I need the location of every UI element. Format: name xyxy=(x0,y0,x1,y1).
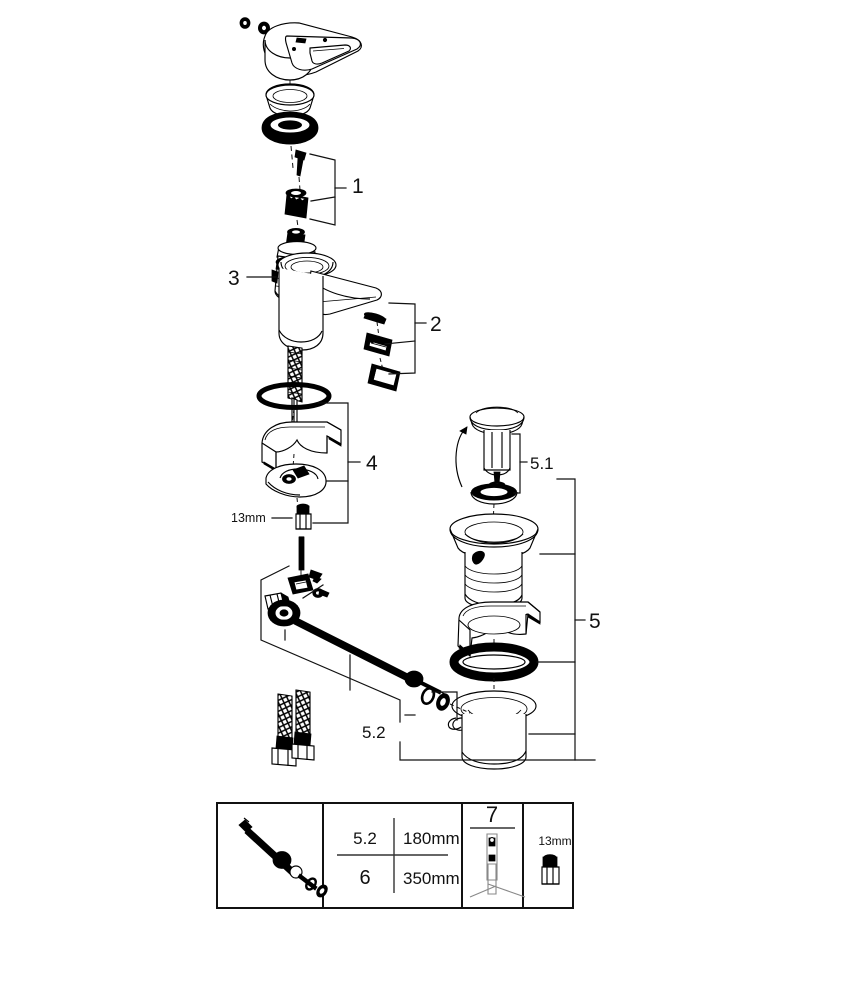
linkage-group xyxy=(264,536,471,714)
fixing-kit-group xyxy=(256,382,342,530)
mounting-bracket-lower xyxy=(265,463,327,498)
waste-flange xyxy=(449,513,539,609)
lever-handle xyxy=(262,22,362,81)
table-length-value-0: 180mm xyxy=(403,829,460,848)
table-socket-size: 13mm xyxy=(538,834,571,848)
callout-label-3: 3 xyxy=(228,267,240,290)
callout-5-2-leader xyxy=(260,565,596,761)
stopper-shaft xyxy=(483,430,511,489)
cap-ring xyxy=(265,83,315,117)
waste-saddle xyxy=(457,601,541,658)
callout-label-5: 5 xyxy=(589,610,601,633)
table-cell-lengths: 5.2 180mm 6 350mm xyxy=(337,818,460,893)
mousseur-housing xyxy=(367,363,401,392)
callout-label-1: 1 xyxy=(352,175,364,198)
stopper-seal-washer xyxy=(470,483,518,505)
table-cell-socket: 13mm xyxy=(538,834,572,885)
fixing-nut-13mm xyxy=(295,503,312,530)
reference-table: 5.2 180mm 6 350mm 7 13mm xyxy=(216,802,574,909)
cartridge-screw xyxy=(294,149,307,177)
stopper-head xyxy=(469,406,525,435)
waste-socket xyxy=(447,690,537,770)
aerator-parts-group xyxy=(363,312,401,392)
callout-label-13mm: 13mm xyxy=(231,511,266,525)
tool-illustration xyxy=(469,833,526,898)
callout-label-5-2: 5.2 xyxy=(362,723,386,742)
callout-label-4: 4 xyxy=(366,452,378,475)
callout-label-2: 2 xyxy=(430,313,442,336)
pivot-nut xyxy=(267,599,301,627)
lift-rod xyxy=(298,536,305,571)
table-tool-number: 7 xyxy=(486,802,498,827)
dome-cap xyxy=(261,111,319,145)
mounting-bracket-upper xyxy=(261,421,342,472)
rod-clamp-block xyxy=(287,569,330,598)
pull-rod xyxy=(293,617,449,697)
callout-label-5-1: 5.1 xyxy=(530,454,554,473)
table-length-part-1: 6 xyxy=(359,867,370,889)
sealing-ring xyxy=(256,382,332,410)
table-length-part-0: 5.2 xyxy=(353,829,377,848)
flexible-hoses xyxy=(271,689,315,767)
callout-1-leader xyxy=(309,153,347,226)
rod-washers xyxy=(420,687,450,711)
table-cell-tool: 7 xyxy=(469,802,526,898)
callout-2-leader xyxy=(384,302,427,375)
callout-4-leader xyxy=(312,402,361,524)
callout-5-leader xyxy=(528,478,586,761)
table-cell-linkage-illustration xyxy=(238,817,328,898)
waste-set-group xyxy=(447,513,541,770)
popup-stopper-group xyxy=(455,406,525,505)
threaded-shank xyxy=(287,345,303,432)
callout-5-1-leader xyxy=(511,433,528,494)
waste-oring xyxy=(449,642,539,682)
table-length-value-1: 350mm xyxy=(403,869,460,888)
mousseur-insert xyxy=(363,332,393,357)
splined-adapter xyxy=(284,188,309,219)
